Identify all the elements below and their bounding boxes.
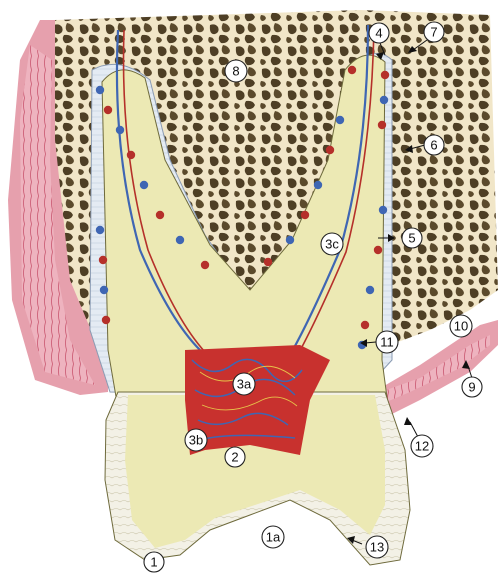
callout-3c: 3c	[320, 232, 344, 256]
root-canal-right	[289, 24, 370, 356]
callout-label-5: 5	[408, 231, 415, 246]
callout-label-3a: 3a	[237, 377, 252, 392]
callout-label-7: 7	[430, 25, 437, 40]
pdl-cells-right	[263, 65, 390, 350]
callout-6: 6	[423, 134, 445, 156]
callout-3b: 3b	[184, 428, 208, 452]
callout-label-11: 11	[380, 335, 394, 350]
callout-label-13: 13	[370, 540, 384, 555]
callout-7: 7	[423, 21, 445, 43]
callout-label-12: 12	[415, 439, 429, 454]
gingiva-right-inner	[372, 335, 490, 408]
callout-1a: 1a	[261, 525, 285, 549]
callout-1: 1	[143, 551, 165, 573]
callout-label-4: 4	[375, 26, 382, 41]
callout-label-9: 9	[468, 380, 475, 395]
callout-5: 5	[401, 227, 423, 249]
callout-13: 13	[365, 535, 389, 559]
callout-3a: 3a	[232, 372, 256, 396]
callout-label-1: 1	[150, 555, 157, 570]
callout-4: 4	[368, 22, 390, 44]
pulp-vessels-yellow	[199, 365, 298, 411]
root-canal-left-red	[122, 29, 206, 353]
callout-9: 9	[461, 376, 483, 398]
inter-radicular-bone	[160, 46, 340, 286]
callout-label-6: 6	[430, 138, 437, 153]
callout-label-8: 8	[232, 64, 239, 79]
dentin	[101, 54, 391, 421]
callout-11: 11	[375, 330, 399, 354]
gingiva-left-inner	[20, 45, 95, 385]
callout-12: 12	[410, 434, 434, 458]
callout-10: 10	[449, 314, 473, 338]
callout-label-10: 10	[454, 319, 468, 334]
callout-8: 8	[224, 59, 248, 83]
callout-label-3b: 3b	[189, 433, 203, 448]
leader-lines	[347, 39, 473, 545]
callout-label-2: 2	[231, 450, 238, 465]
callout-label-1a: 1a	[266, 530, 281, 545]
callout-label-3c: 3c	[325, 237, 339, 252]
root-canal-left	[115, 29, 201, 351]
callout-2: 2	[224, 446, 246, 468]
pdl-cells-left	[95, 85, 210, 325]
pulp-chamber	[185, 345, 330, 455]
root-canal-right-red	[295, 24, 375, 359]
